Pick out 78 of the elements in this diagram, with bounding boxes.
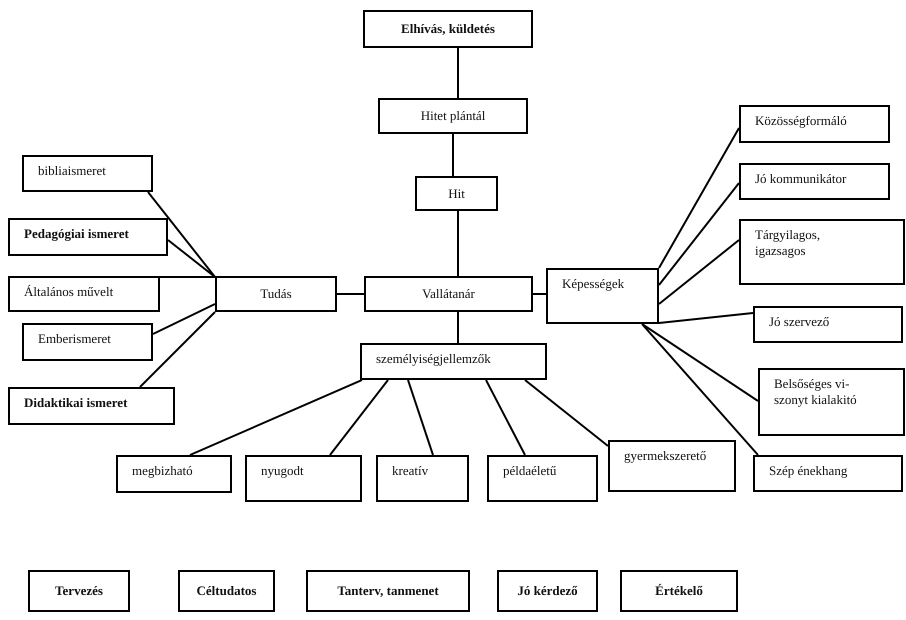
connector-line	[485, 380, 526, 456]
text-box	[546, 268, 659, 324]
text-box	[415, 176, 498, 211]
text-box	[376, 455, 469, 502]
text-box	[28, 570, 130, 612]
text-box	[739, 163, 890, 200]
text-box	[306, 570, 470, 612]
box-label: Emberismeret	[38, 331, 111, 347]
text-box	[739, 105, 890, 143]
text-box	[116, 455, 232, 493]
connector-line	[524, 379, 609, 447]
text-box	[620, 570, 738, 612]
box-label: kreatív	[392, 463, 428, 479]
box-label: Tárgyilagos, igazsagos	[755, 227, 822, 259]
connector-line	[658, 182, 740, 286]
box-label: Céltudatos	[196, 583, 256, 599]
box-label: Elhívás, küldetés	[401, 21, 495, 37]
connector-line	[457, 48, 459, 98]
text-box	[22, 323, 153, 361]
box-label: nyugodt	[261, 463, 304, 479]
text-box	[753, 306, 903, 343]
connector-line	[329, 379, 389, 456]
connector-line	[160, 276, 215, 278]
text-box	[8, 218, 168, 256]
box-label: Belsőséges vi- szonyt kialakitó	[774, 376, 858, 408]
box-label: Hitet plántál	[420, 108, 486, 124]
box-label: Közösségformáló	[755, 113, 847, 129]
box-label: megbizható	[132, 463, 193, 479]
box-label: Általános művelt	[24, 284, 114, 300]
text-box	[753, 455, 903, 492]
connector-line	[457, 312, 459, 343]
connector-line	[641, 323, 759, 456]
text-box	[497, 570, 598, 612]
text-box	[8, 387, 175, 425]
box-label: gyermekszerető	[624, 448, 706, 464]
connector-line	[658, 128, 740, 268]
connector-line	[167, 239, 216, 278]
text-box	[360, 343, 547, 380]
box-label: Hit	[448, 186, 465, 202]
box-label: Jó szervező	[769, 314, 830, 330]
box-label: Vallátanár	[422, 286, 475, 302]
box-label: Tudás	[260, 286, 292, 302]
box-label: Szép énekhang	[769, 463, 848, 479]
text-box	[378, 98, 528, 134]
box-label: Tervezés	[55, 583, 103, 599]
text-box	[8, 276, 160, 312]
box-label: Értékelő	[655, 583, 703, 599]
connector-line	[337, 293, 364, 295]
box-label: példaéletű	[503, 463, 556, 479]
connector-line	[457, 211, 459, 276]
connector-line	[641, 323, 759, 402]
text-box	[363, 10, 533, 48]
text-box	[364, 276, 533, 312]
box-label: Didaktikai ismeret	[24, 395, 128, 411]
text-box	[487, 455, 598, 502]
text-box	[608, 440, 736, 492]
box-label: Jó kommunikátor	[755, 171, 846, 187]
box-label: Tanterv, tanmenet	[337, 583, 439, 599]
connector-line	[407, 380, 434, 456]
box-label: Pedagógiai ismeret	[24, 226, 129, 242]
text-box	[22, 155, 153, 192]
connector-line	[658, 312, 754, 324]
box-label: Képességek	[562, 276, 624, 292]
connector-line	[152, 303, 216, 335]
connector-line	[139, 311, 216, 388]
text-box	[215, 276, 337, 312]
connector-line	[452, 134, 454, 176]
box-label: bibliaismeret	[38, 163, 106, 179]
connector-line	[533, 293, 546, 295]
text-box	[739, 219, 905, 285]
connector-line	[147, 191, 216, 278]
box-label: személyiségjellemzők	[376, 351, 491, 367]
connector-line	[658, 239, 740, 305]
text-box	[245, 455, 362, 502]
box-label: Jó kérdező	[517, 583, 578, 599]
text-box	[758, 368, 905, 436]
text-box	[178, 570, 275, 612]
connector-line	[190, 379, 362, 456]
